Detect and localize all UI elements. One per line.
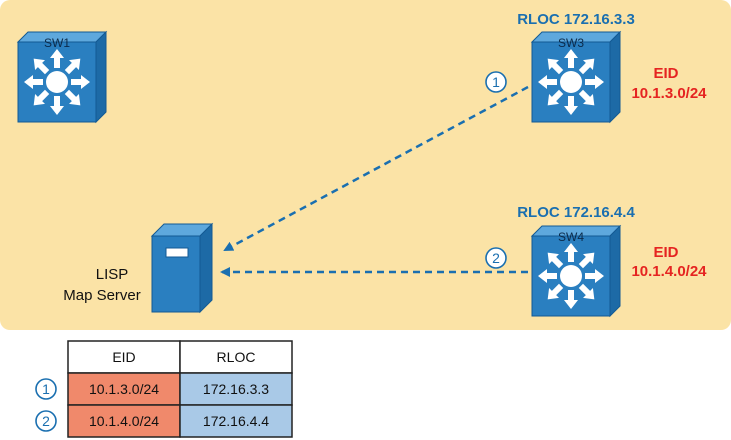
step-badge-1-text: 1 — [492, 74, 500, 90]
table-row-1-eid-cell — [67, 372, 181, 406]
table-header-rloc-cell — [179, 340, 293, 374]
registration-arrow-sw3 — [223, 85, 529, 252]
sw3-eid-label: EID — [653, 65, 678, 82]
switch-sw4-icon — [530, 224, 622, 318]
table-header-eid: EID — [112, 349, 135, 365]
sw1-label: SW1 — [44, 36, 70, 50]
mapping-table: EID RLOC 10.1.3.0/24 172.16.3.3 10.1.4.0… — [35, 340, 293, 438]
table-header-eid-cell — [67, 340, 181, 374]
sw4-eid-label: EID — [653, 244, 678, 261]
table-row-2-rloc-cell — [179, 404, 293, 438]
table-row-2-eid-cell — [67, 404, 181, 438]
sw3-rloc-label: RLOC 172.16.3.3 — [517, 11, 635, 28]
table-row-1-step-text: 1 — [42, 381, 50, 397]
sw3-label: SW3 — [558, 36, 584, 50]
map-server-label-line1: LISP — [96, 266, 129, 283]
table-header-rloc: RLOC — [217, 349, 256, 365]
sw3-eid-prefix: 10.1.3.0/24 — [631, 85, 707, 102]
step-badge-2-text: 2 — [492, 250, 500, 266]
table-row-2-step-text: 2 — [42, 413, 50, 429]
map-server-label-line2: Map Server — [63, 287, 141, 304]
table-row-1-eid: 10.1.3.0/24 — [89, 381, 159, 397]
table-row-1-rloc: 172.16.3.3 — [203, 381, 269, 397]
switch-sw1-icon — [16, 30, 108, 124]
table-row-2-step-badge: 2 — [35, 410, 57, 432]
sw4-rloc-label: RLOC 172.16.4.4 — [517, 204, 635, 221]
step-badge-2: 2 — [485, 247, 507, 269]
sw4-eid-prefix: 10.1.4.0/24 — [631, 263, 707, 280]
table-row-2-rloc: 172.16.4.4 — [203, 413, 269, 429]
map-server-icon — [150, 222, 214, 314]
table-row-1-rloc-cell — [179, 372, 293, 406]
switch-sw3-icon — [530, 30, 622, 124]
step-badge-1: 1 — [485, 71, 507, 93]
table-row-1-step-badge: 1 — [35, 378, 57, 400]
table-row-2-eid: 10.1.4.0/24 — [89, 413, 159, 429]
sw4-label: SW4 — [558, 230, 584, 244]
